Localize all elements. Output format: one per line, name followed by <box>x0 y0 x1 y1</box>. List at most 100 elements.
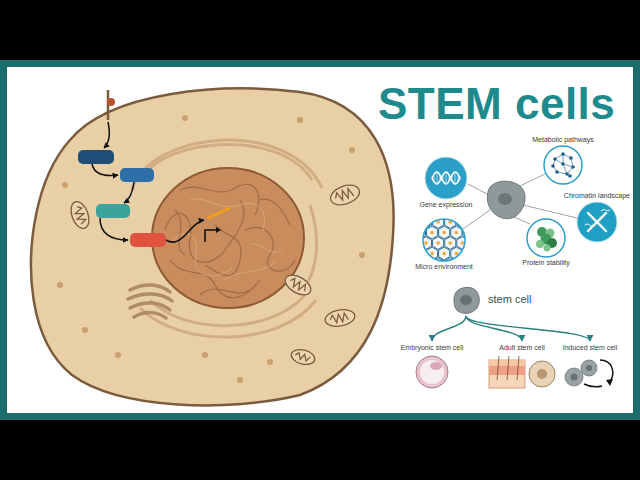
kinase-box <box>120 168 154 182</box>
cell-nucleus <box>454 252 458 256</box>
chromatid <box>588 213 606 231</box>
mitochondrion-body <box>324 308 356 329</box>
dna-rung <box>448 175 449 181</box>
label-group: Induced stem cell <box>563 344 617 352</box>
node-label: Induced stem cell <box>563 344 617 352</box>
title: STEM cells <box>378 80 615 128</box>
node-icon <box>412 354 452 390</box>
label-group: Gene expression <box>420 201 473 209</box>
mitochondrion-body <box>290 347 317 367</box>
node-label: Micro environment <box>415 263 473 271</box>
hair <box>497 356 499 380</box>
network-dot <box>568 175 572 179</box>
cycle-arrow <box>584 384 602 387</box>
er-membrane <box>308 205 317 282</box>
node-icon <box>576 201 618 243</box>
kinase-box <box>78 150 114 164</box>
factor-circle-shape <box>544 146 582 184</box>
cell-hexagon <box>426 226 437 239</box>
cell-nucleus <box>454 231 458 235</box>
factor-circle: Protein stability <box>522 218 569 267</box>
factor-circle-outline <box>423 219 465 261</box>
cell-hexagon <box>457 258 466 262</box>
chromosome <box>585 210 610 231</box>
vesicle <box>57 282 63 288</box>
node-icon <box>526 218 566 258</box>
label-group: Adult stem cell <box>499 344 545 352</box>
mitochondrion <box>282 271 314 299</box>
network-dot <box>561 163 565 167</box>
mitochondrion <box>290 347 317 367</box>
node-label: Protein stability <box>522 259 569 267</box>
dna-rung <box>442 175 443 181</box>
cycle-arrowhead <box>606 379 613 386</box>
transcription-factor-box <box>130 233 166 247</box>
vesicle <box>115 352 121 358</box>
chromatin-fiber <box>601 210 610 211</box>
vesicle <box>349 147 355 153</box>
label-group: Protein stability <box>522 259 569 267</box>
mitochondrion-body <box>68 199 93 231</box>
node-label: Adult stem cell <box>499 344 545 352</box>
node-icon <box>424 156 468 200</box>
node-label: stem cell <box>488 293 531 306</box>
embryo-cell <box>416 356 448 388</box>
mitochondria <box>68 181 362 366</box>
chromatin <box>165 184 295 297</box>
dna-rung <box>439 175 440 180</box>
signal-arrow <box>100 218 128 240</box>
stem-cell-shape <box>454 287 479 313</box>
hair <box>507 356 509 380</box>
kinase-box <box>96 204 130 218</box>
cell-nucleus <box>424 220 428 224</box>
gene <box>208 208 230 218</box>
hair <box>517 356 519 380</box>
letterbox-bar <box>0 420 640 480</box>
cristae <box>73 205 87 225</box>
mitochondrion <box>328 181 362 208</box>
label-group: stem cell <box>488 293 531 306</box>
cell-hexagon <box>445 237 456 250</box>
promoter-arrow <box>205 230 216 242</box>
protein-blob <box>536 227 557 252</box>
cristae <box>334 188 354 203</box>
cell-nucleus <box>448 241 452 245</box>
cell-hexagon <box>451 226 462 239</box>
dna-rung <box>457 174 458 181</box>
mitochondrion <box>324 308 356 329</box>
factor-circle: Gene expression <box>420 156 473 209</box>
factor-line <box>514 217 530 224</box>
factor-line <box>463 210 490 229</box>
cell-hexagon <box>422 258 432 262</box>
skin-layer <box>489 360 525 388</box>
cycle-arrow <box>600 360 613 382</box>
cell-nucleus <box>461 220 465 224</box>
cell-hexagon <box>439 226 450 239</box>
adult-stem-cell <box>529 361 555 387</box>
stem-cell-type: Induced stem cell <box>562 344 618 390</box>
network-dot <box>561 153 565 157</box>
vesicle <box>359 252 365 258</box>
golgi-cisterna <box>130 303 170 310</box>
network-dot <box>569 157 573 161</box>
cell-illustration <box>31 88 394 405</box>
chromatin-strand <box>200 289 250 295</box>
label-group: Metabolic pathways <box>532 136 593 144</box>
arrow-connector <box>466 316 522 341</box>
dna-rung <box>436 172 437 184</box>
factor-circle: Micro environment <box>415 218 473 271</box>
node-icon <box>450 284 482 316</box>
frame <box>4 64 637 417</box>
cell-nucleus <box>461 241 465 245</box>
signal-arrow <box>124 182 134 203</box>
central-stem-cell <box>487 181 525 218</box>
factor-circle-shape <box>527 219 565 257</box>
stem-cell-type: Adult stem cell <box>487 344 557 390</box>
stem-cell-type: Embryonic stem cell <box>401 344 464 390</box>
chromatin-strand <box>170 260 260 298</box>
cell-nucleus <box>571 374 578 381</box>
promoter-arrowhead <box>216 227 221 233</box>
cell-hexagon <box>433 237 444 250</box>
cell-nucleus <box>442 252 446 256</box>
metabolic-network <box>551 153 575 179</box>
